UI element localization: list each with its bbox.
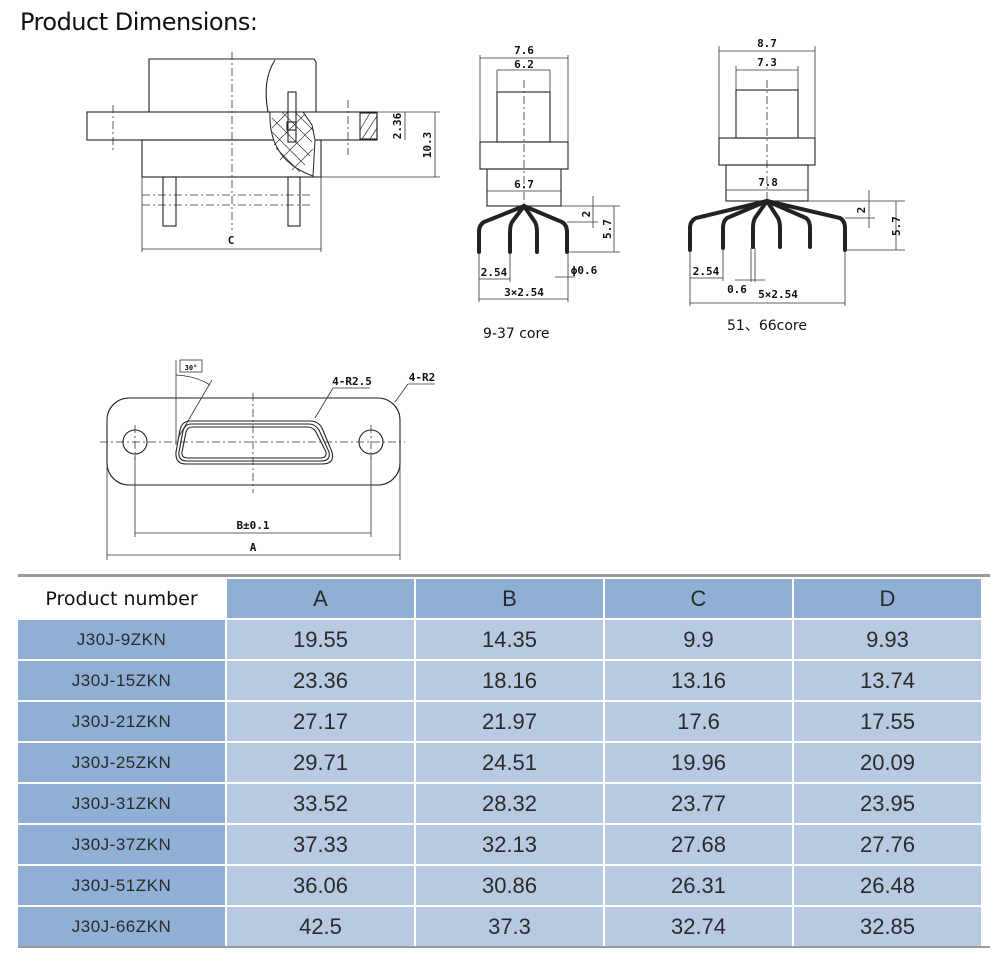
large-core-drawing: 8.7 7.3 7.8 2 5.7 2.54 0.6 5×2.54 51、66c… [688,37,905,334]
product-number-cell: J30J-51ZKN [18,866,225,905]
value-cell-c: 23.77 [605,784,792,823]
value-cell-d: 32.85 [794,907,981,946]
value-cell-b: 14.35 [416,620,603,659]
header-c: C [605,579,792,618]
page-title: Product Dimensions: [20,8,258,36]
large-width-outer: 8.7 [757,37,777,50]
value-cell-a: 33.52 [227,784,414,823]
product-number-cell: J30J-21ZKN [18,702,225,741]
large-width-inner: 7.3 [757,56,777,69]
product-number-cell: J30J-31ZKN [18,784,225,823]
value-cell-d: 17.55 [794,702,981,741]
small-total-height: 5.7 [601,219,614,239]
small-pitch: 2.54 [481,266,508,279]
header-a: A [227,579,414,618]
value-cell-d: 20.09 [794,743,981,782]
value-cell-a: 27.17 [227,702,414,741]
value-cell-c: 13.16 [605,661,792,700]
large-span: 5×2.54 [758,288,798,301]
value-cell-b: 28.32 [416,784,603,823]
value-cell-a: 23.36 [227,661,414,700]
product-number-cell: J30J-25ZKN [18,743,225,782]
small-pin-dia: ϕ0.6 [571,264,598,277]
value-cell-b: 37.3 [416,907,603,946]
dim-b-label: B±0.1 [236,519,269,532]
value-cell-a: 29.71 [227,743,414,782]
value-cell-d: 27.76 [794,825,981,864]
value-cell-c: 32.74 [605,907,792,946]
front-view-drawing: 30° 4-R2.5 4-R2 B±0.1 A [100,359,436,560]
header-b: B [416,579,603,618]
value-cell-b: 24.51 [416,743,603,782]
value-cell-a: 19.55 [227,620,414,659]
value-cell-a: 42.5 [227,907,414,946]
dim-a-label: A [250,541,257,554]
value-cell-b: 32.13 [416,825,603,864]
value-cell-c: 26.31 [605,866,792,905]
product-number-cell: J30J-15ZKN [18,661,225,700]
outer-radius-label: 4-R2 [409,371,436,384]
small-span: 3×2.54 [504,286,544,299]
value-cell-a: 37.33 [227,825,414,864]
value-cell-b: 30.86 [416,866,603,905]
small-core-drawing: 7.6 6.2 6.7 2 5.7 2.54 ϕ0.6 3×2.54 9-37 … [477,44,620,342]
small-core-caption: 9-37 core [483,326,550,342]
dim-height-label: 10.3 [421,132,434,159]
large-pin-dia: 0.6 [727,283,747,296]
large-pin-height: 2 [855,207,868,214]
product-number-cell: J30J-37ZKN [18,825,225,864]
product-number-cell: J30J-66ZKN [18,907,225,946]
value-cell-d: 26.48 [794,866,981,905]
value-cell-d: 23.95 [794,784,981,823]
side-view-drawing: C 10.3 2.36 [86,52,440,252]
large-total-height: 5.7 [890,216,903,236]
value-cell-d: 9.93 [794,620,981,659]
dim-flange-label: 2.36 [391,112,404,139]
product-number-cell: J30J-9ZKN [18,620,225,659]
header-d: D [794,579,981,618]
value-cell-b: 18.16 [416,661,603,700]
table-header-row: Product number A B C D [18,577,990,618]
header-product-number: Product number [18,579,225,618]
inner-radius-label: 4-R2.5 [332,375,372,388]
dim-c-label: C [228,234,235,247]
dimension-drawings: C 10.3 2.36 7.6 6.2 6.7 2 5.7 2.54 ϕ0.6 … [86,37,905,560]
value-cell-c: 19.96 [605,743,792,782]
value-cell-a: 36.06 [227,866,414,905]
value-cell-c: 27.68 [605,825,792,864]
large-core-caption: 51、66core [727,318,807,334]
large-pitch: 2.54 [693,265,720,278]
small-width-base: 6.7 [514,178,534,191]
value-cell-c: 9.9 [605,620,792,659]
value-cell-d: 13.74 [794,661,981,700]
value-cell-c: 17.6 [605,702,792,741]
small-width-outer: 7.6 [514,44,534,57]
angle-label: 30° [185,364,198,372]
small-pin-height: 2 [580,211,593,218]
value-cell-b: 21.97 [416,702,603,741]
small-width-inner: 6.2 [514,58,534,71]
large-width-base: 7.8 [758,176,778,189]
